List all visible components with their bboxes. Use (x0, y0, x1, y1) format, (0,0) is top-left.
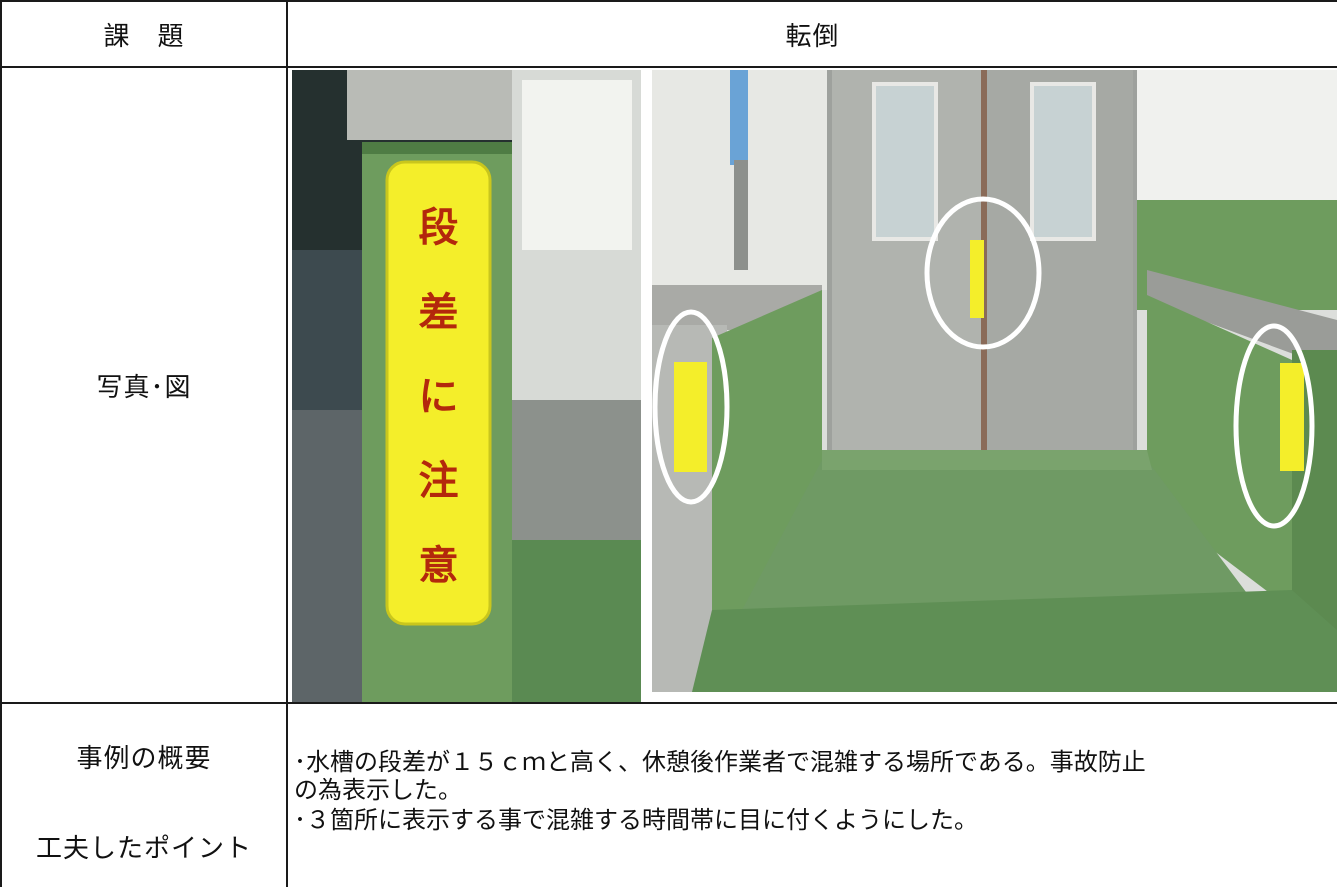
header-rule (0, 66, 1337, 68)
table-top-rule (0, 0, 1337, 2)
header-value-cell: 転倒 (288, 2, 1337, 66)
sign-char: 差 (418, 289, 459, 336)
description-line: ･水槽の段差が１５ｃｍと高く、休憩後作業者で混雑する場所である。事故防止 (294, 748, 1146, 776)
description-line: ･３箇所に表示する事で混雑する時間帯に目に付くようにした。 (294, 806, 978, 834)
sign-char: 段 (418, 205, 459, 252)
sink-area-photo-drawing (652, 70, 1337, 692)
header-label-cell: 課 題 (2, 2, 286, 66)
column-divider (286, 0, 288, 887)
table-left-rule (0, 0, 2, 887)
sign-char: に (418, 373, 459, 420)
sign-char: 注 (418, 458, 459, 505)
photo-pillar-sign: 段 差 に 注 意 (292, 70, 641, 702)
description-line: の為表示した。 (294, 776, 462, 804)
summary-label: 事例の概要 (76, 743, 212, 774)
header-label: 課 題 (103, 21, 185, 52)
point-label-cell: 工夫したポイント (2, 826, 286, 866)
pillar-photo-drawing (292, 70, 641, 702)
photo-sink-area (652, 70, 1337, 692)
photo-row-rule (0, 702, 1337, 704)
sign-char: 意 (418, 542, 459, 589)
photo-label-cell: 写真･図 (2, 68, 286, 702)
point-label: 工夫したポイント (35, 833, 252, 864)
summary-label-cell: 事例の概要 (2, 736, 286, 776)
photo-label: 写真･図 (96, 372, 192, 403)
pillar-sign: 段 差 に 注 意 (387, 162, 490, 624)
header-title: 転倒 (785, 21, 840, 52)
